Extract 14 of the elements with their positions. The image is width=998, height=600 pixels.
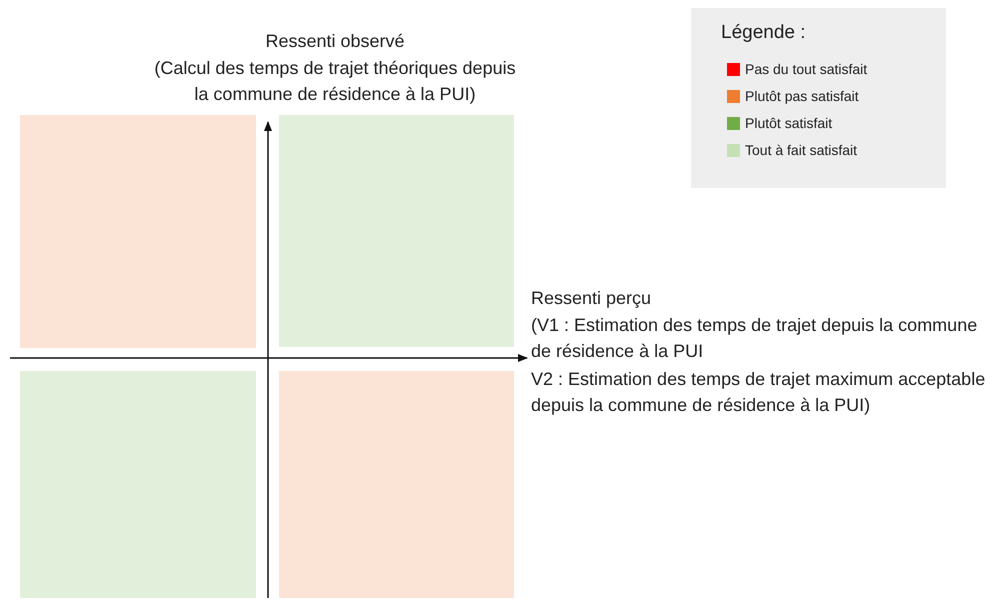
legend-label: Pas du tout satisfait xyxy=(745,60,868,79)
axis-description: (Calcul des temps de trajet théoriques depuis la commune de résidence à la PUI) xyxy=(153,57,517,106)
legend-label: Plutôt pas satisfait xyxy=(745,87,859,106)
quadrant-area xyxy=(279,371,514,598)
quadrant-area xyxy=(279,115,514,347)
quadrant-area xyxy=(20,115,256,348)
legend-title: Légende : xyxy=(721,21,807,45)
legend-label: Tout à fait satisfait xyxy=(745,141,858,160)
axis-description: V2 : Estimation des temps de trajet maximum acceptable depuis la commune de résidence à la PUI) xyxy=(531,368,986,417)
axis-title: Ressenti observé xyxy=(264,30,406,53)
axis-title: Ressenti perçu xyxy=(531,287,652,310)
quadrant-area xyxy=(20,371,256,598)
axis-description: (V1 : Estimation des temps de trajet depuis la commune de résidence à la PUI xyxy=(531,314,978,363)
legend-label: Plutôt satisfait xyxy=(745,114,832,133)
